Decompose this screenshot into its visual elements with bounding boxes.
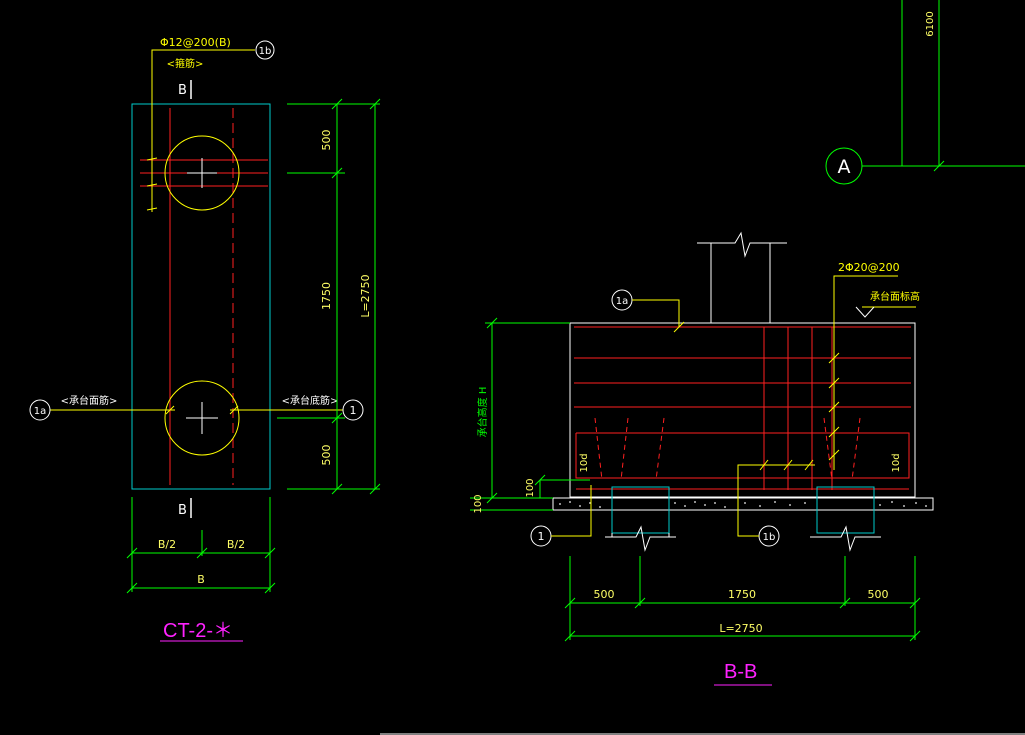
cap-plan-outline [131,103,271,490]
section-callout-1b-text: 1b [763,532,776,543]
plan-dim-1750: 1750 [320,282,333,310]
section-piles [605,486,881,552]
column-stub [710,231,787,323]
plan-piles [164,135,240,456]
callout-1-text: 1 [350,404,357,417]
section-left-dimensions [470,317,590,511]
section-bottom-dimensions [564,556,921,642]
section-view: 2Φ20@200 承台面标高 1a 1 1b [470,231,934,686]
section-dim-total: L=2750 [719,622,762,635]
section-callout-1a-text: 1a [616,296,629,307]
plan-dim-500-top: 500 [320,130,333,151]
section-anchor-left: 10d [579,453,590,472]
grid-axis-label: A [838,156,851,178]
top-rebar-label: Φ12@200(B) [160,36,231,49]
callout-1b-text: 1b [259,46,272,57]
axis-dim-tick [933,160,945,172]
section-mark-bottom: B [178,503,187,518]
section-callout-1a-leader [632,299,680,327]
callout-1b-circle [255,40,275,60]
section-rebars [574,326,911,490]
section-anchor-right: 10d [891,453,902,472]
gravel-layer [552,497,934,511]
section-mark-top: B [178,83,187,98]
cap-section-outline [569,322,916,498]
callout-1a-circle [29,399,51,421]
top-rebar-note: <箍筋> [167,57,204,70]
left-note-text: <承台面筋> [61,394,118,407]
section-dim-500-right: 500 [868,588,889,601]
left-note-tick [165,405,175,415]
plan-bottom-dimensions [126,497,276,594]
plan-dim-width: B [197,573,205,586]
plan-dim-total: L=2750 [359,274,372,317]
section-callout-1b-leader [737,464,815,537]
section-dim-500-left: 500 [594,588,615,601]
callout-1-circle [342,399,364,421]
section-rebar-label: 2Φ20@200 [838,261,900,274]
plan-rebars [140,108,268,485]
section-top-note: 承台面标高 [870,290,920,303]
elevation-marker [855,306,875,318]
section-rebar-leader [828,275,898,470]
section-title: B-B [724,661,757,683]
right-note-text: <承台底筋> [282,394,339,407]
section-left-dim-label: 承台高度 H [476,387,489,438]
section-callout-1a-tick [673,321,685,333]
plan-dim-half-left: B/2 [158,538,176,551]
right-note-tick [229,405,239,415]
section-callout-1b-ticks [759,459,814,471]
pile-bottom-circle [164,380,240,456]
top-rebar-leader [146,49,255,212]
section-dim-1750: 1750 [728,588,756,601]
axis-dim-6100: 6100 [925,11,936,36]
pile-top-circle [164,135,240,211]
axis-annotation: A 6100 [825,0,1025,185]
callout-1a-text: 1a [34,406,47,417]
plan-dim-500-bottom: 500 [320,445,333,466]
plan-title: CT-2-＊ [163,620,233,642]
section-callout-1-text: 1 [538,530,545,543]
plan-dim-half-right: B/2 [227,538,245,551]
plan-view: Φ12@200(B) <箍筋> 1b 1a <承台面筋> 1 <承台底筋> B … [29,36,381,642]
section-dim-100-b: 100 [473,494,484,513]
section-callout-1-leader [551,485,592,537]
section-dim-100-a: 100 [525,478,536,497]
gravel-pattern [559,501,927,508]
plan-right-dimensions [277,98,381,495]
